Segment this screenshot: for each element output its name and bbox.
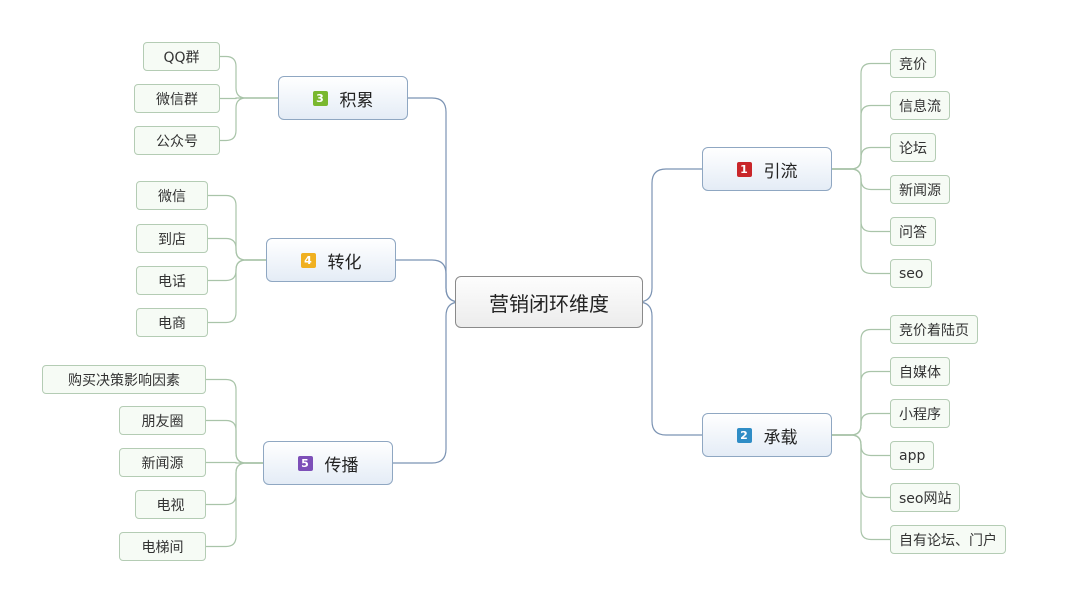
leaf-label: 新闻源: [141, 455, 184, 472]
branch-node-yinliu[interactable]: 1 引流: [702, 147, 832, 191]
leaf-node[interactable]: 电话: [136, 266, 208, 295]
connector-line: [637, 168, 702, 303]
leaf-label: app: [899, 447, 926, 464]
connector-line: [208, 259, 266, 282]
leaf-node[interactable]: 新闻源: [890, 175, 950, 204]
branch-label: 承载: [763, 427, 798, 448]
leaf-label: 微信: [158, 188, 186, 205]
leaf-node[interactable]: 新闻源: [119, 448, 206, 477]
leaf-node[interactable]: 小程序: [890, 399, 950, 428]
leaf-label: 新闻源: [899, 182, 941, 199]
leaf-label: QQ群: [163, 49, 200, 66]
leaf-node[interactable]: seo网站: [890, 483, 961, 512]
connector-line: [206, 378, 263, 464]
connector-line: [208, 259, 266, 324]
branch-node-chuanbo[interactable]: 5 传播: [263, 441, 393, 485]
leaf-node[interactable]: seo: [890, 259, 933, 288]
leaf-node[interactable]: 论坛: [890, 133, 936, 162]
leaf-label: 自有论坛、门户: [899, 532, 997, 549]
branch-node-zhuanhua[interactable]: 4 转化: [266, 238, 396, 282]
root-node[interactable]: 营销闭环维度: [455, 276, 643, 328]
leaf-label: 自媒体: [899, 364, 941, 381]
connector-line: [637, 301, 702, 436]
leaf-label: 问答: [899, 224, 927, 241]
connector-line: [832, 412, 890, 436]
leaf-node[interactable]: 自有论坛、门户: [890, 525, 1006, 554]
leaf-node[interactable]: 信息流: [890, 91, 950, 120]
priority-4-badge: 4: [300, 252, 316, 268]
leaf-node[interactable]: 电视: [135, 490, 206, 519]
leaf-label: seo网站: [899, 490, 952, 507]
connector-line: [206, 462, 263, 506]
branch-label: 引流: [763, 161, 798, 182]
connector-line: [208, 237, 266, 261]
leaf-label: 小程序: [899, 406, 941, 423]
leaf-node[interactable]: 竞价着陆页: [890, 315, 978, 344]
connector-line: [832, 168, 890, 275]
leaf-node[interactable]: 到店: [136, 224, 208, 253]
branch-node-chengzai[interactable]: 2 承载: [702, 413, 832, 457]
leaf-node[interactable]: 竞价: [890, 49, 936, 78]
leaf-label: 公众号: [156, 133, 198, 150]
leaf-node[interactable]: 问答: [890, 217, 936, 246]
connector-line: [393, 301, 461, 464]
connector-line: [206, 462, 263, 548]
connector-line: [208, 194, 266, 261]
priority-2-badge: 2: [736, 427, 752, 443]
connector-line: [396, 259, 461, 303]
leaf-label: 到店: [158, 231, 186, 248]
leaf-node[interactable]: 电商: [136, 308, 208, 337]
leaf-label: 竞价着陆页: [899, 322, 969, 339]
leaf-node[interactable]: 微信群: [134, 84, 220, 113]
branch-label: 积累: [339, 90, 374, 111]
connector-line: [408, 97, 461, 303]
priority-1-badge: 1: [736, 161, 752, 177]
leaf-label: 论坛: [899, 140, 927, 157]
priority-5-badge: 5: [297, 455, 313, 471]
branch-label: 传播: [324, 455, 359, 476]
connector-line: [220, 55, 278, 99]
leaf-node[interactable]: 自媒体: [890, 357, 950, 386]
leaf-label: 电商: [158, 315, 186, 332]
leaf-label: 朋友圈: [141, 413, 184, 430]
leaf-node[interactable]: QQ群: [143, 42, 220, 71]
leaf-label: 电视: [156, 497, 185, 514]
leaf-label: 微信群: [156, 91, 198, 108]
root-label: 营销闭环维度: [489, 291, 609, 316]
leaf-label: seo: [899, 265, 924, 282]
connector-line: [206, 419, 263, 464]
leaf-label: 购买决策影响因素: [68, 372, 180, 389]
leaf-label: 电话: [158, 273, 186, 290]
connector-line: [220, 97, 278, 142]
leaf-node[interactable]: 电梯间: [119, 532, 206, 561]
leaf-label: 信息流: [899, 98, 941, 115]
leaf-label: 电梯间: [141, 539, 184, 556]
leaf-node[interactable]: app: [890, 441, 935, 470]
leaf-node[interactable]: 微信: [136, 181, 208, 210]
priority-3-badge: 3: [312, 90, 328, 106]
branch-label: 转化: [327, 252, 362, 273]
connector-line: [832, 434, 890, 541]
leaf-label: 竞价: [899, 56, 927, 73]
leaf-node[interactable]: 购买决策影响因素: [42, 365, 206, 394]
leaf-node[interactable]: 朋友圈: [119, 406, 206, 435]
leaf-node[interactable]: 公众号: [134, 126, 220, 155]
branch-node-jilei[interactable]: 3 积累: [278, 76, 408, 120]
connector-line: [832, 146, 890, 170]
